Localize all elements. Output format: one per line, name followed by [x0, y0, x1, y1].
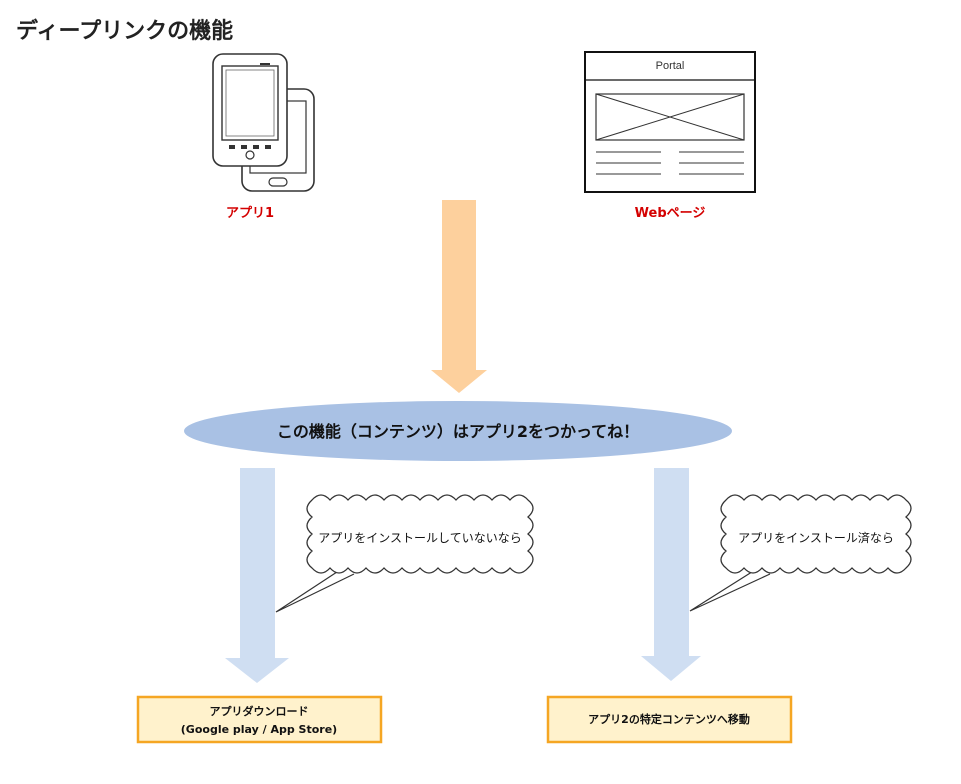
portal-label: Portal	[656, 60, 685, 72]
webpage-label: Webページ	[635, 206, 706, 221]
app1-label: アプリ1	[226, 206, 274, 221]
left-condition-text: アプリをインストールしていないなら	[318, 531, 521, 545]
main-down-arrow	[431, 200, 487, 393]
right-condition-callout	[689, 494, 912, 612]
right-condition-text: アプリをインストール済なら	[738, 530, 894, 545]
right-result-line1: アプリ2の特定コンテンツへ移動	[588, 712, 750, 726]
page-title: ディープリンクの機能	[16, 18, 233, 44]
left-branch-arrow	[225, 468, 289, 683]
right-result-box	[546, 695, 793, 744]
center-message: この機能（コンテンツ）はアプリ2をつかってね！	[277, 422, 639, 441]
right-branch-arrow	[641, 468, 701, 681]
left-result-box	[136, 695, 383, 744]
left-result-line1: アプリダウンロード	[210, 704, 309, 718]
smartphone-icon	[212, 53, 315, 192]
webpage-wireframe-icon	[584, 51, 756, 193]
left-condition-callout	[275, 494, 534, 613]
left-result-line2: (Google play / App Store)	[181, 723, 337, 736]
center-ellipse	[184, 401, 732, 461]
